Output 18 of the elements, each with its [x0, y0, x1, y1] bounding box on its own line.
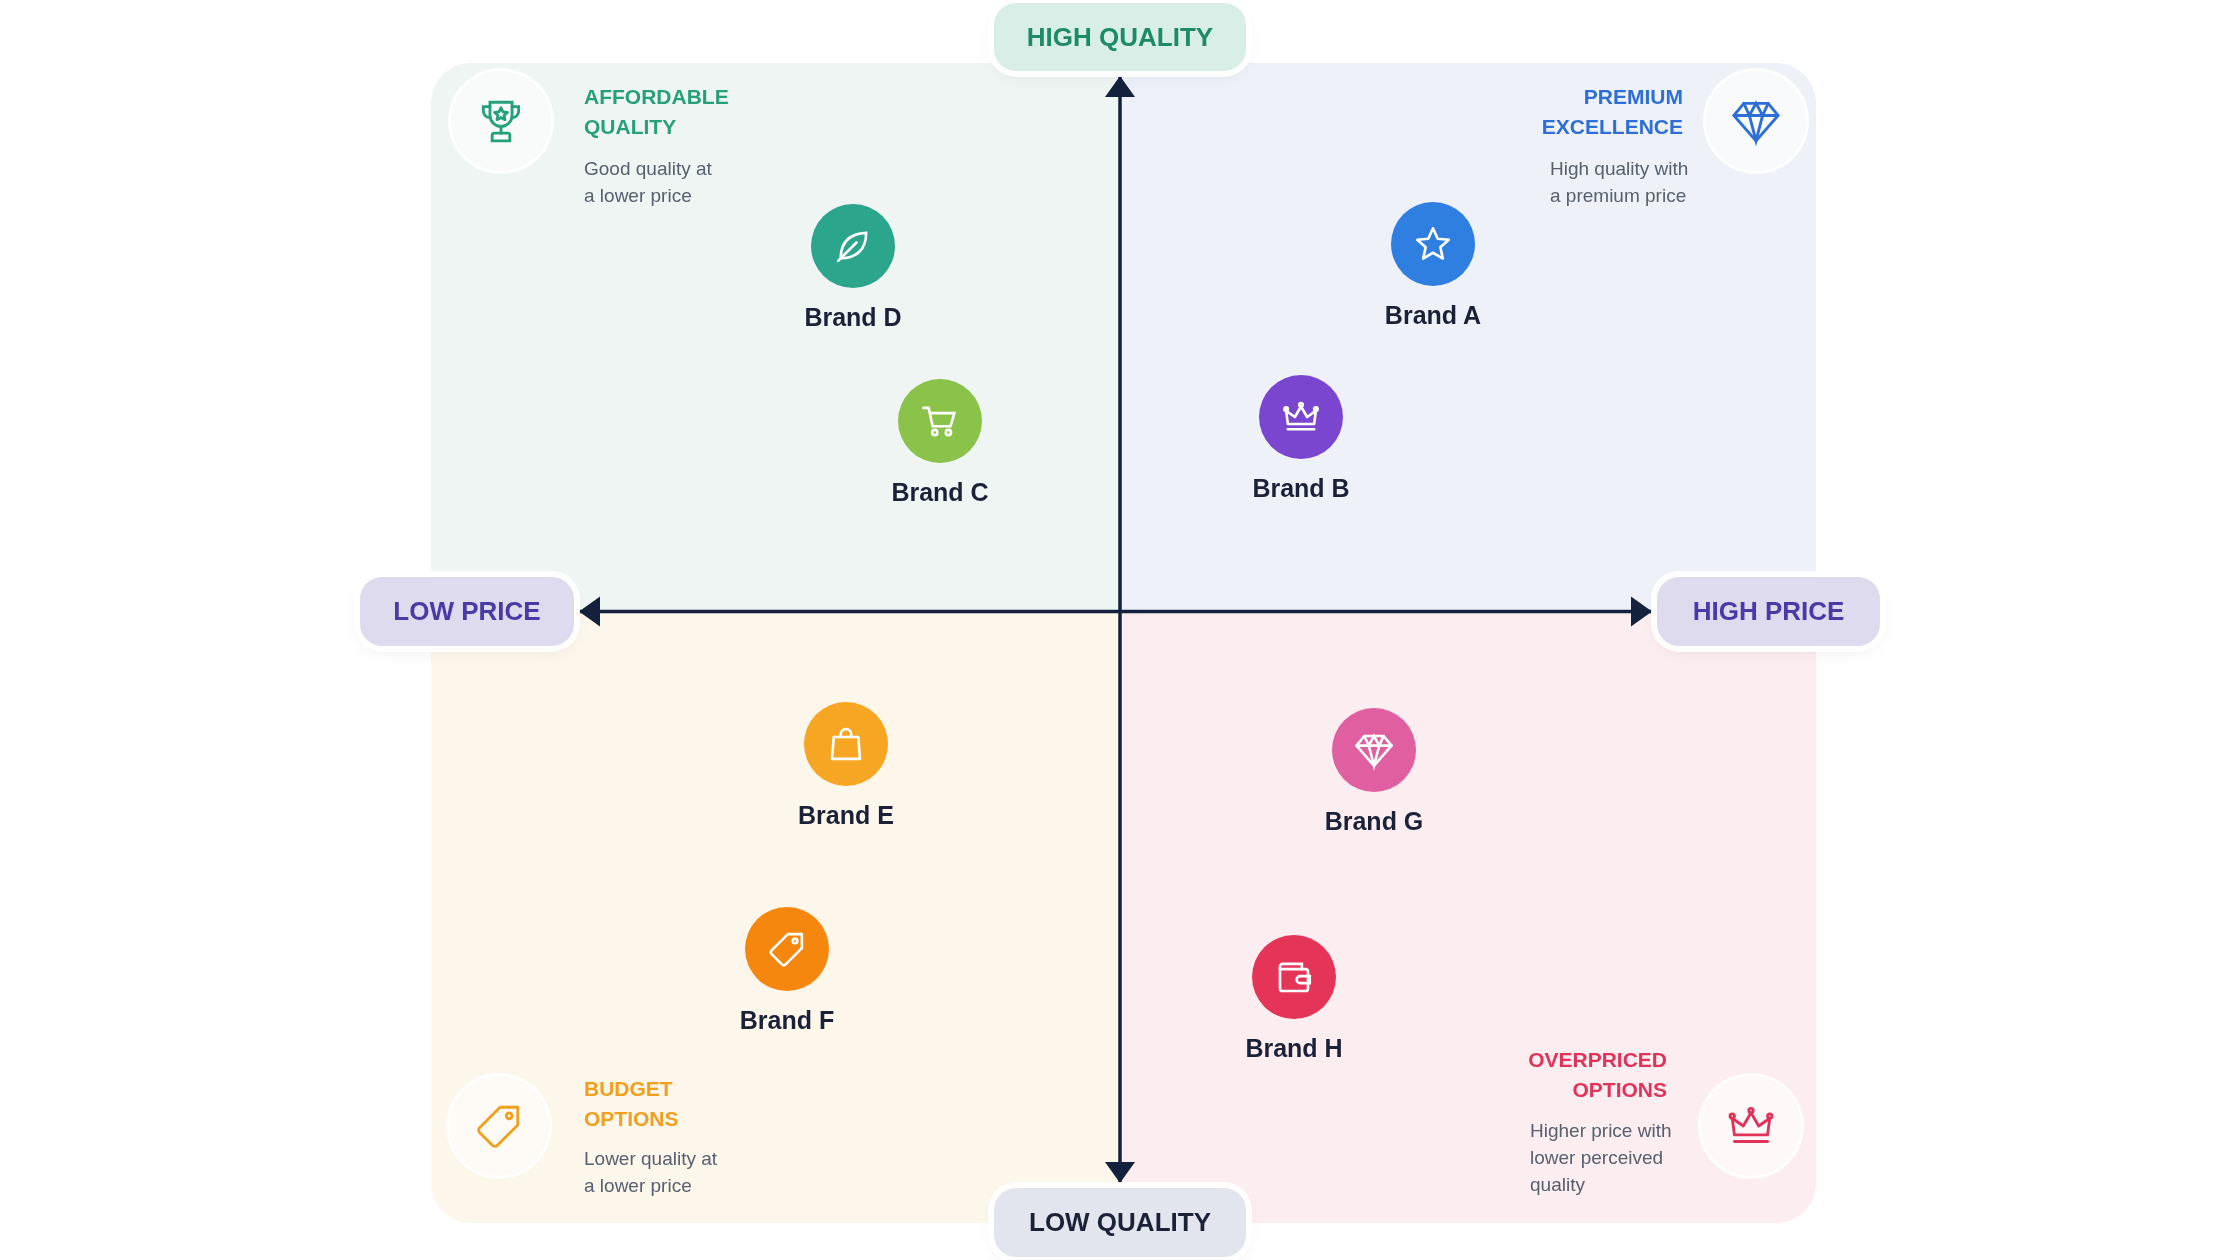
quadrant-description: High quality with a premium price — [1550, 157, 1690, 208]
point-label: Brand A — [1384, 300, 1482, 330]
axis-arrow — [579, 596, 1652, 627]
point-label: Brand C — [891, 477, 989, 507]
axis-arrow — [1105, 76, 1135, 1183]
point-label: Brand H — [1245, 1033, 1343, 1063]
quadrant-description: Good quality at a lower price — [584, 157, 713, 208]
point-label: Brand E — [798, 800, 894, 830]
point-label: Brand B — [1252, 473, 1350, 503]
quadrant-title: AFFORDABLE QUALITY — [584, 84, 730, 140]
quadrant-title: BUDGET OPTIONS — [584, 1076, 680, 1132]
quadrant-description: Higher price with lower perceived quality — [1530, 1119, 1673, 1197]
point-label: Brand G — [1324, 806, 1424, 836]
point-label: Brand F — [739, 1005, 835, 1035]
quadrant-description: Lower quality at a lower price — [584, 1147, 719, 1198]
quadrant-title: OVERPRICED OPTIONS — [1527, 1047, 1667, 1103]
quadrant-title: PREMIUM EXCELLENCE — [1540, 84, 1683, 140]
point-label: Brand D — [804, 302, 902, 332]
